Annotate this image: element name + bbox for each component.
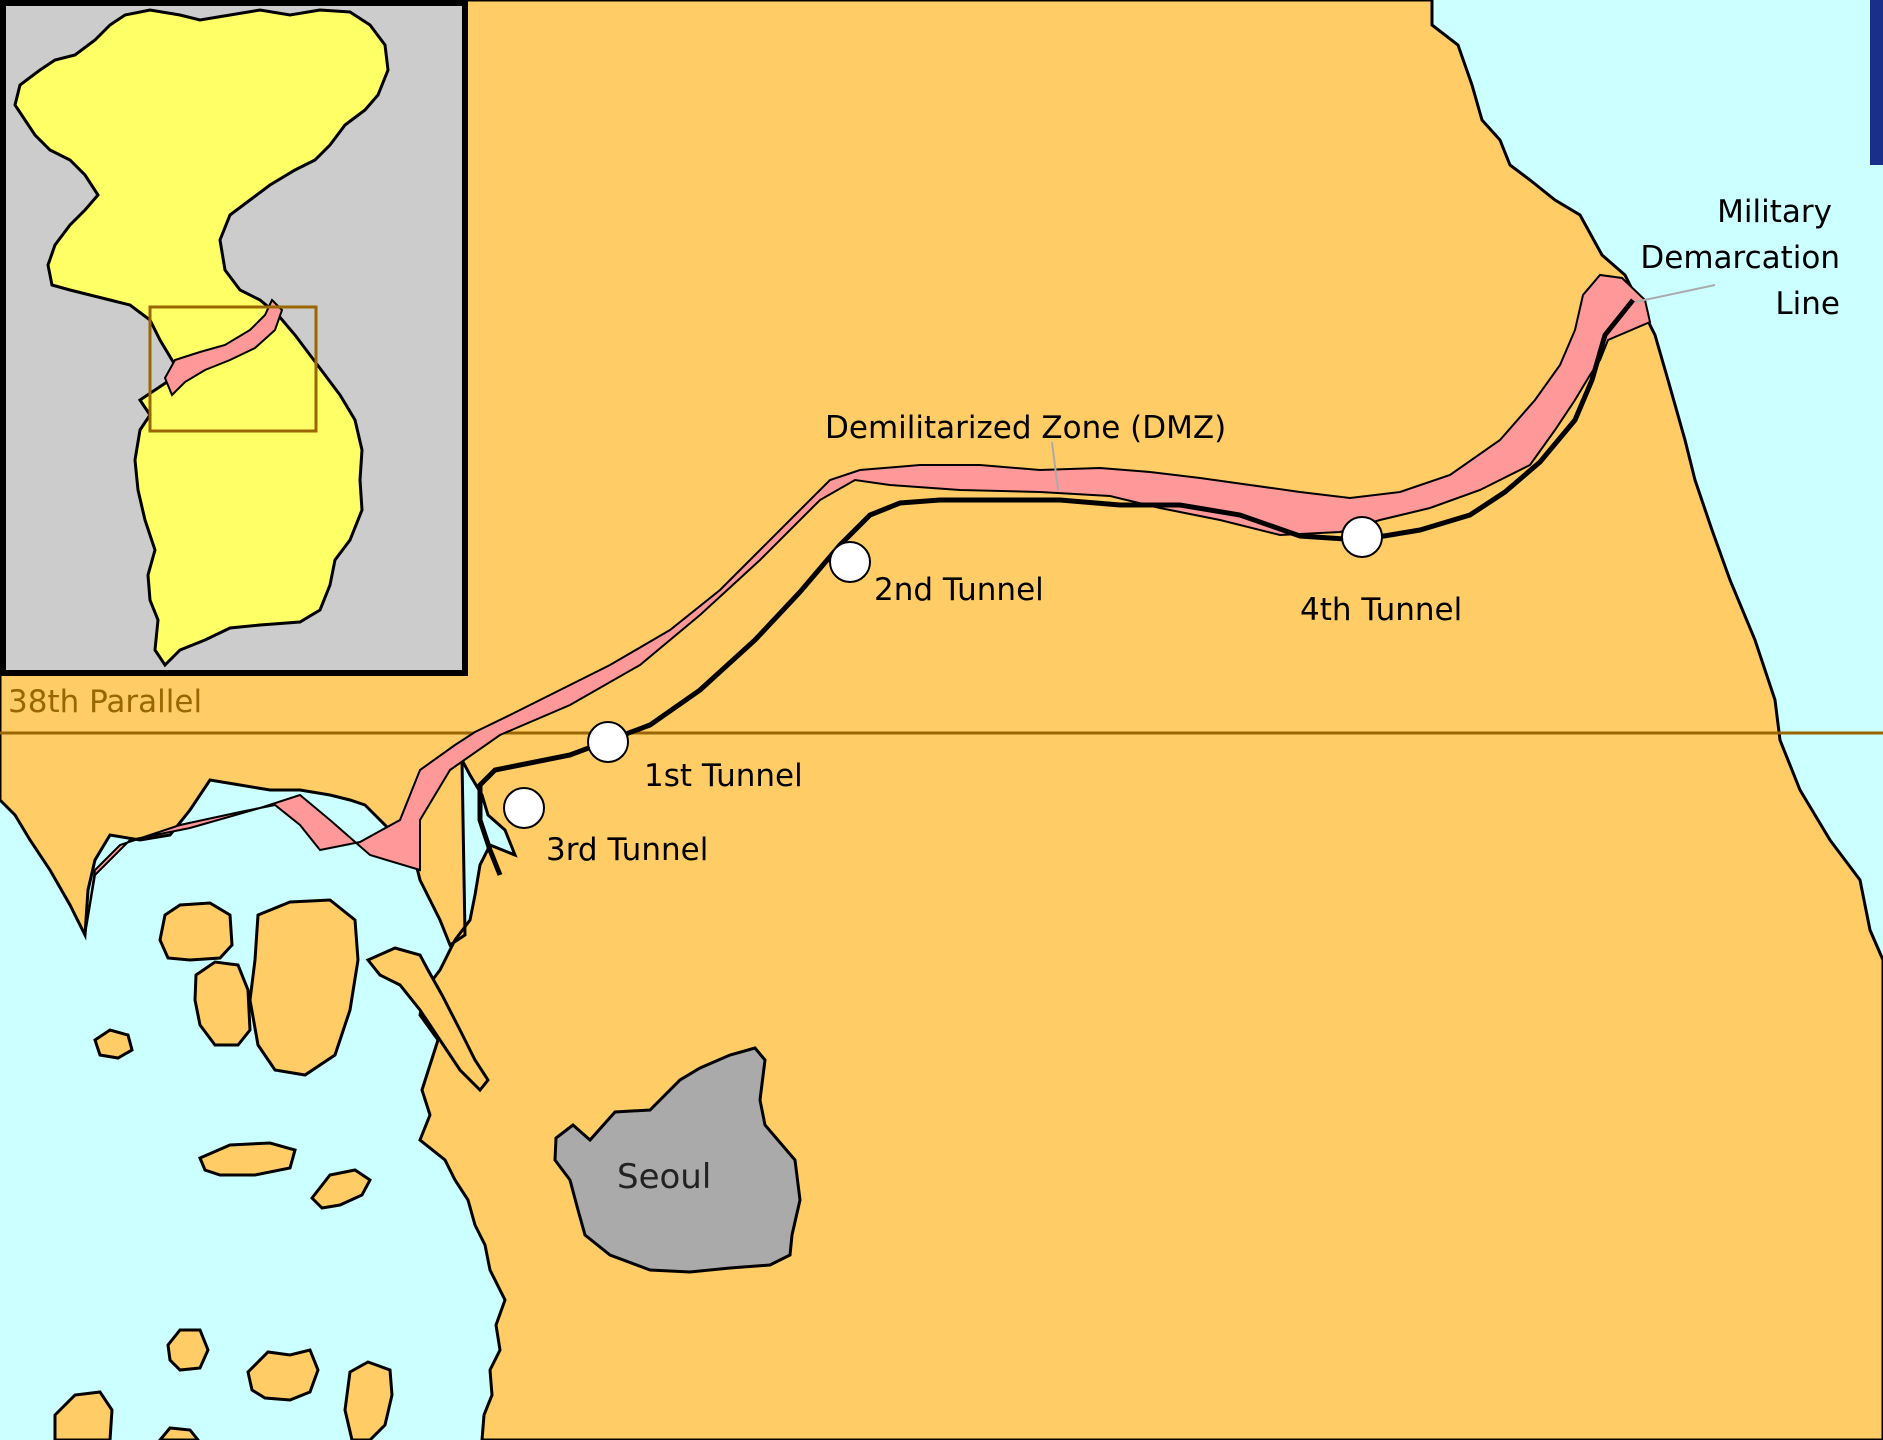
island — [193, 960, 252, 1047]
dmz-leader — [1051, 441, 1059, 491]
tunnel-2-label: 2nd Tunnel — [874, 572, 1044, 608]
island — [158, 1426, 200, 1440]
tunnel-3-label: 3rd Tunnel — [546, 832, 708, 868]
mdl-leader — [1634, 284, 1716, 303]
38th-parallel-label: 38th Parallel — [8, 684, 202, 720]
mdl-label-line1: Military — [1717, 194, 1832, 230]
island — [158, 901, 234, 962]
island — [166, 1328, 210, 1372]
island — [365, 946, 490, 1093]
tunnel-4-label: 4th Tunnel — [1300, 592, 1462, 628]
dmz-label: Demilitarized Zone (DMZ) — [825, 410, 1226, 446]
island — [310, 1168, 372, 1210]
seoul-area — [553, 1046, 802, 1274]
island — [248, 898, 360, 1077]
right-edge-bar — [1870, 0, 1883, 165]
tunnel-2-marker — [829, 541, 871, 583]
dmz-zone — [84, 273, 1652, 936]
island — [246, 1348, 320, 1402]
seoul-label: Seoul — [617, 1157, 711, 1197]
inset-focus-box — [148, 305, 318, 433]
inset-map — [0, 0, 468, 676]
island — [343, 1360, 394, 1440]
military-demarcation-line — [477, 298, 1635, 876]
mdl-label-line3: Line — [1775, 286, 1840, 322]
inset-dmz — [163, 298, 284, 397]
island — [93, 1028, 134, 1060]
island — [198, 1141, 297, 1177]
island — [53, 1390, 114, 1440]
tunnel-3-marker — [503, 787, 545, 829]
tunnel-4-marker — [1341, 516, 1383, 558]
inset-korea-peninsula — [13, 8, 390, 668]
mdl-label-line2: Demarcation — [1640, 240, 1840, 276]
tunnel-1-marker — [587, 721, 629, 763]
tunnel-1-label: 1st Tunnel — [644, 758, 803, 794]
